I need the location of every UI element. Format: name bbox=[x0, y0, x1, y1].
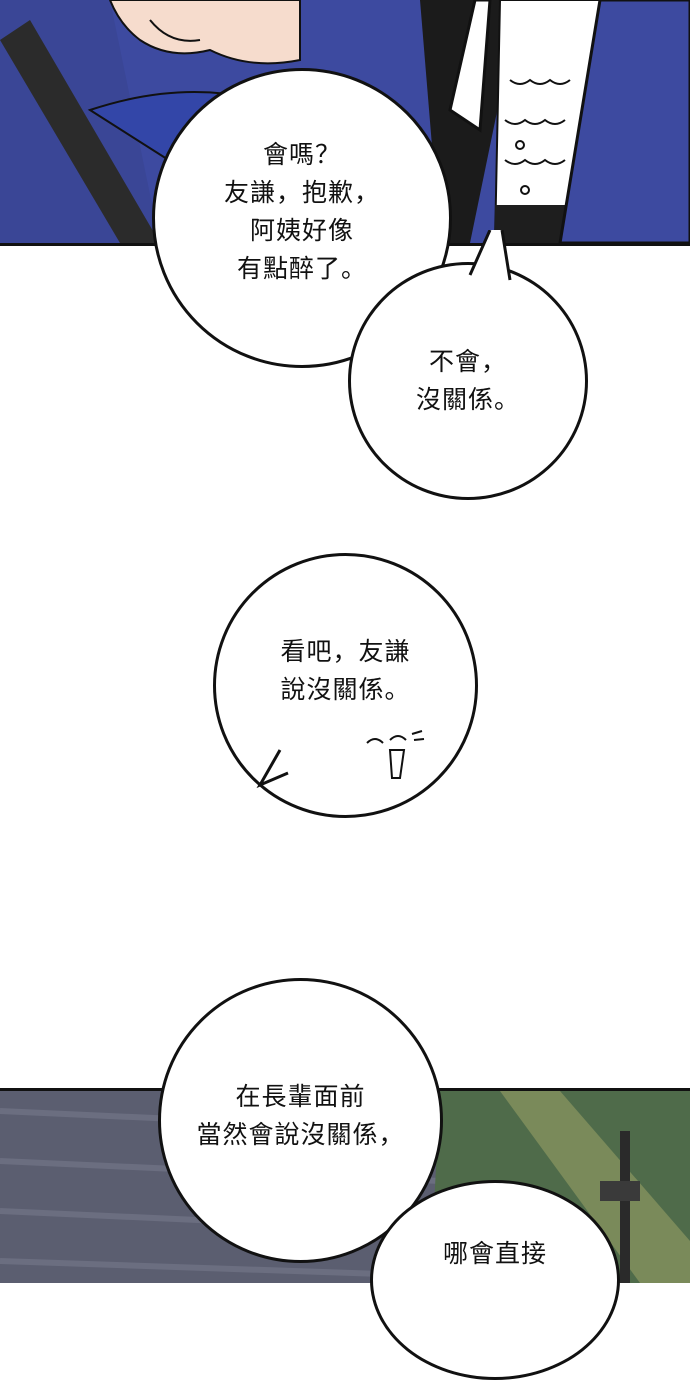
speech-bubble-aunt-2: 看吧，友謙 說沒關係。 bbox=[213, 553, 478, 818]
dialogue-text: 會嗎？ 友謙，抱歉， 阿姨好像 有點醉了。 bbox=[223, 140, 380, 283]
laughing-face-doodle bbox=[366, 730, 425, 779]
frill-2 bbox=[504, 118, 566, 125]
neck-skin bbox=[108, 0, 301, 65]
right-jacket bbox=[558, 0, 690, 243]
bubble-tail-3 bbox=[256, 749, 290, 789]
button-1 bbox=[515, 140, 525, 150]
park-path bbox=[500, 1091, 690, 1283]
button-2 bbox=[520, 185, 530, 195]
narration-text: 哪會直接 bbox=[442, 1239, 547, 1268]
frill-1 bbox=[509, 78, 571, 85]
dialogue-text: 不會， 沒關係。 bbox=[415, 347, 520, 414]
frill-3 bbox=[504, 158, 566, 165]
seat-belt bbox=[0, 20, 160, 243]
narration-text: 在長輩面前 當然會說沒關係， bbox=[196, 1081, 405, 1149]
narration-bubble-2: 哪會直接 bbox=[370, 1180, 620, 1380]
bench bbox=[600, 1181, 640, 1201]
lamp-post bbox=[620, 1131, 630, 1283]
narration-bubble-1: 在長輩面前 當然會說沒關係， bbox=[158, 978, 443, 1263]
speech-bubble-boy: 不會， 沒關係。 bbox=[348, 262, 588, 500]
top-art-panel bbox=[0, 0, 690, 246]
dialogue-text: 看吧，友謙 說沒關係。 bbox=[280, 636, 411, 704]
characters-illustration bbox=[0, 0, 690, 243]
bubble-tail-2 bbox=[468, 230, 512, 281]
neck-line bbox=[149, 19, 201, 42]
bubble-tail-1 bbox=[448, 0, 492, 133]
